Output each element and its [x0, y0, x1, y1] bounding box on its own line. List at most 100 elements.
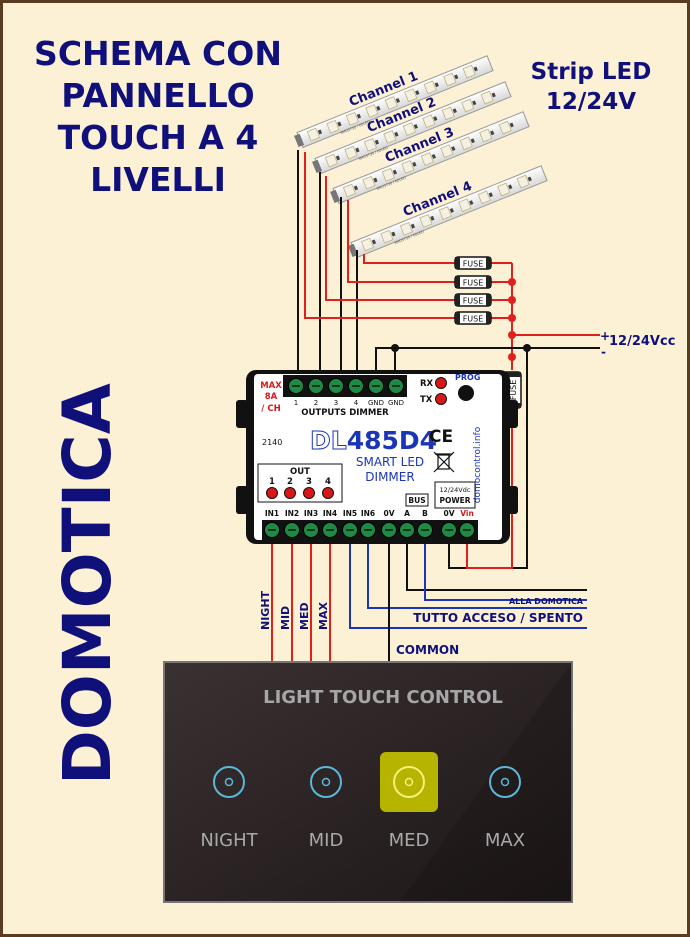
fuse-3: FUSE [454, 293, 492, 307]
tx-led [435, 393, 447, 405]
title-line-3: TOUCH A 4 [58, 118, 259, 157]
out-led-2-label: 2 [287, 477, 293, 487]
output-terminal-3-label: 3 [334, 399, 338, 407]
side-title: DOMOTICA [49, 383, 126, 785]
touch-button-night-label: NIGHT [200, 830, 258, 851]
wire-label-3: MED [298, 602, 311, 630]
fuse-4-label: FUSE [463, 315, 484, 324]
input-terminal-9-label: B [422, 509, 428, 518]
input-terminal-7-label: 0V [383, 509, 394, 518]
common-label: COMMON [396, 643, 459, 657]
wire-ch1-positive [304, 152, 455, 319]
fuses: FUSE FUSE FUSE FUSE [454, 256, 492, 325]
model-subtitle-2: DIMMER [365, 470, 414, 484]
tx-label: TX [420, 395, 433, 405]
fuse-4: FUSE [454, 311, 492, 325]
strip-heading-line-2: 12/24V [546, 89, 636, 115]
out-led-1 [266, 487, 278, 499]
out-title: OUT [290, 467, 310, 477]
bus-label: BUS [408, 496, 425, 505]
fuse-3-label: FUSE [463, 297, 484, 306]
wire-ch2-positive [325, 176, 455, 301]
touch-ring-icon [393, 766, 425, 798]
out-led-2 [284, 487, 296, 499]
junctions [508, 278, 516, 361]
panel-title: LIGHT TOUCH CONTROL [263, 687, 503, 708]
wire-label-1: NIGHT [259, 590, 272, 630]
power-label: 12/24Vcc [609, 334, 675, 349]
weee-bin-icon [433, 451, 455, 473]
title-line-2: PANNELLO [61, 76, 254, 115]
model-subtitle-1: SMART LED [356, 455, 424, 469]
max-rating-2: 8A [265, 392, 278, 402]
output-terminal-6-label: GND [388, 399, 404, 407]
title-line-1: SCHEMA CON [34, 34, 282, 73]
active-button-highlight [380, 752, 438, 812]
wire-bus-b [424, 540, 587, 601]
wires [271, 150, 600, 662]
input-terminal-5-label: IN5 [343, 509, 357, 518]
diagram-title: SCHEMA CON PANNELLO TOUCH A 4 LIVELLI [34, 34, 282, 199]
touch-ring-icon [489, 766, 521, 798]
max-rating-3: / CH [261, 404, 280, 414]
dimmer-module: MAX 8A / CH 1 2 3 4 GND GND OUTPUTS DIMMER RX… [236, 370, 518, 544]
ce-mark: CE [429, 427, 453, 447]
prog-button[interactable] [458, 385, 474, 401]
fuse-1: FUSE [454, 256, 492, 270]
out-led-1-label: 1 [269, 477, 275, 487]
power-plus: + [600, 329, 610, 343]
strip-heading: Strip LED 12/24V [531, 59, 652, 115]
wire-ch3-positive [347, 200, 455, 283]
input-terminal-4-label: IN4 [323, 509, 337, 518]
input-terminal-11-label: Vin [460, 509, 474, 518]
touch-button-night[interactable]: NIGHT [200, 766, 259, 851]
input-terminal-8-label: A [404, 509, 410, 518]
max-rating-1: MAX [260, 381, 282, 391]
input-terminal-2-label: IN2 [285, 509, 299, 518]
out-led-4-label: 4 [325, 477, 331, 487]
output-terminal-1-label: 1 [294, 399, 298, 407]
fuse-2: FUSE [454, 275, 492, 289]
power-box-label: POWER [439, 496, 470, 505]
output-terminal-2-label: 2 [314, 399, 318, 407]
touch-button-mid-label: MID [309, 830, 344, 851]
touch-button-med-label: MED [389, 830, 430, 851]
touch-button-mid[interactable]: MID [309, 766, 344, 851]
outputs-title: OUTPUTS DIMMER [301, 408, 389, 418]
touch-button-med[interactable]: MED [380, 752, 438, 851]
input-terminal-6-label: IN6 [361, 509, 375, 518]
tutto-label: TUTTO ACCESO / SPENTO [413, 611, 583, 625]
touch-ring-icon [213, 766, 245, 798]
wire-in6-tutto [367, 540, 587, 609]
model-name: DL485D4 [310, 426, 437, 455]
rx-label: RX [420, 379, 434, 389]
wire-in5 [349, 540, 587, 629]
fuse-vin-label: FUSE [509, 380, 518, 401]
module-face [254, 374, 502, 540]
output-terminal-5-label: GND [368, 399, 384, 407]
wire-ch4-positive [363, 254, 455, 264]
touch-button-max-label: MAX [485, 830, 525, 851]
input-terminal-3-label: IN3 [304, 509, 318, 518]
out-led-4 [322, 487, 334, 499]
wire-bus-a [406, 540, 587, 591]
title-line-4: LIVELLI [90, 160, 226, 199]
module-code: 2140 [262, 438, 282, 447]
power-minus: - [601, 345, 606, 359]
out-led-3 [303, 487, 315, 499]
fuse-2-label: FUSE [463, 279, 484, 288]
strip-heading-line-1: Strip LED [531, 59, 652, 85]
touch-button-max[interactable]: MAX [485, 766, 525, 851]
power-box-voltage: 12/24Vdc [440, 486, 471, 494]
touch-ring-icon [310, 766, 342, 798]
out-led-3-label: 3 [306, 477, 312, 487]
input-terminal-10-label: 0V [443, 509, 454, 518]
rx-led [435, 377, 447, 389]
output-terminal-4-label: 4 [354, 399, 359, 407]
input-terminal-1-label: IN1 [265, 509, 279, 518]
website-label: domocontrol.info [473, 426, 483, 503]
